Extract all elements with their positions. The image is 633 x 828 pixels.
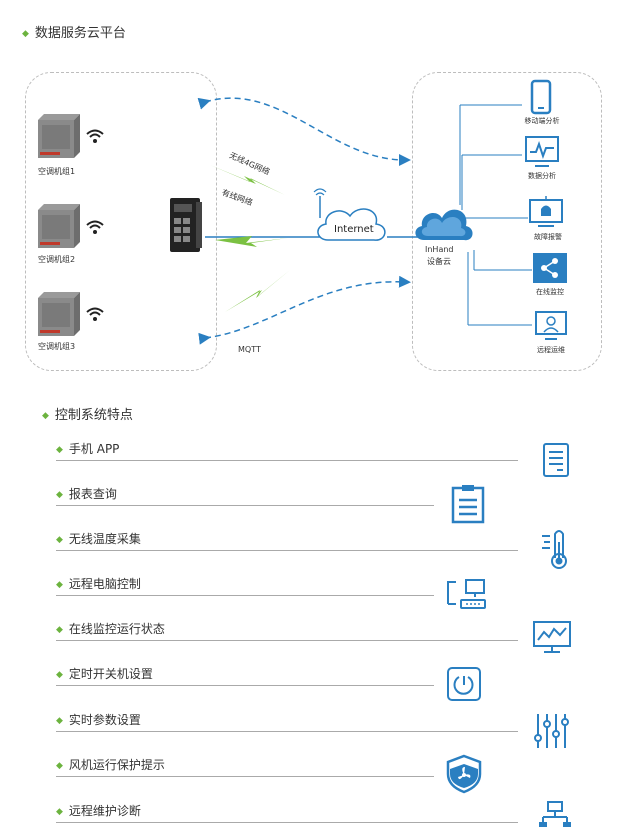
service-label-data: 数据分析 [528,172,556,180]
feature-label: 定时开关机设置 [68,667,153,681]
feature-divider [56,731,518,732]
feature-label: 实时参数设置 [68,713,141,727]
feature-divider [56,640,518,641]
ac-unit-icon [38,292,80,336]
feature-divider [56,595,434,596]
report-list-icon [451,485,485,524]
feature-item: ◆ 远程维护诊断 [56,802,141,819]
feature-item: ◆ 实时参数设置 [56,711,141,728]
feature-item: ◆ 报表查询 [56,485,117,502]
network-icon [539,801,571,827]
feature-divider [56,505,434,506]
section-title-cloud-platform: ◆ 数据服务云平台 [22,22,126,41]
bullet-icon: ◆ [56,445,63,455]
internet-cloud-icon [313,188,386,241]
internet-label: Internet [334,224,374,235]
wifi-icon [86,220,104,234]
section-title-text: 控制系统特点 [54,408,133,423]
upper-dashed-link [197,97,411,166]
mqtt-label: MQTT [238,345,261,354]
bullet-icon: ◆ [56,580,63,590]
bullet-icon: ◆ [56,807,63,817]
service-label-remote: 远程运维 [537,346,565,354]
feature-label: 手机 APP [68,442,120,456]
feature-label: 风机运行保护提示 [68,758,165,772]
service-label-alarm: 故障报警 [534,233,562,241]
feature-list: ◆手机 APP ◆报表查询 ◆无线温度采集 ◆远程电脑控制 ◆在线监控运行状态 … [0,430,633,828]
bullet-icon: ◆ [56,490,63,500]
cloud-label-device: 设备云 [427,257,451,266]
inhand-cloud-icon [415,209,473,241]
ac-unit-2-label: 空调机组2 [38,255,76,264]
bullet-icon: ◆ [22,29,29,39]
bullet-icon: ◆ [56,670,63,680]
network-diagram: 空调机组1 空调机组2 空调机组3 [0,0,633,400]
thermometer-icon [542,530,567,569]
wireless-bolt-1 [210,165,285,195]
ac-unit-icon [38,114,80,158]
service-label-mobile: 移动端分析 [524,117,560,125]
connection-lines [197,97,532,345]
remote-computer-icon [447,579,486,609]
device-group-box [25,72,217,371]
ac-unit-2 [34,202,82,254]
feature-label: 远程维护诊断 [68,804,141,818]
bullet-icon: ◆ [56,716,63,726]
feature-label: 无线温度采集 [68,532,141,546]
bullet-icon: ◆ [56,625,63,635]
wifi-icon [86,129,104,143]
bullet-icon: ◆ [56,535,63,545]
mqtt-dashed-link [198,275,411,345]
wifi-icon [86,307,104,321]
feature-label: 在线监控运行状态 [68,622,165,636]
wired-bolt [215,236,288,247]
feature-item: ◆ 无线温度采集 [56,530,141,547]
feature-item: ◆ 在线监控运行状态 [56,620,165,637]
timer-icon [447,667,481,701]
feature-divider [56,550,518,551]
ac-unit-icon [38,204,80,248]
document-icon [543,443,569,477]
feature-divider [56,822,518,823]
feature-item: ◆ 风机运行保护提示 [56,756,165,773]
router-icon [170,198,202,252]
bullet-icon: ◆ [56,761,63,771]
feature-divider [56,460,518,461]
mobile-phone-icon [530,79,552,115]
remote-maintenance-icon [535,311,567,340]
fan-shield-icon [446,754,482,794]
chart-monitor-icon [525,136,559,167]
monitor-wave-icon [533,621,571,653]
service-label-monitor: 在线监控 [536,288,564,296]
ac-unit-3 [34,290,82,342]
feature-item: ◆ 手机 APP [56,440,119,457]
bullet-icon: ◆ [42,411,49,421]
ac-unit-1 [34,112,82,164]
wireless-bolt-2 [225,270,290,312]
feature-item: ◆ 定时开关机设置 [56,665,153,682]
feature-divider [56,776,434,777]
feature-label: 远程电脑控制 [68,577,141,591]
feature-divider [56,685,434,686]
ac-unit-1-label: 空调机组1 [38,167,76,176]
ac-unit-3-label: 空调机组3 [38,342,76,351]
feature-item: ◆ 远程电脑控制 [56,575,141,592]
section-title-text: 数据服务云平台 [34,26,126,41]
section-title-features: ◆ 控制系统特点 [42,404,133,423]
alarm-monitor-icon [529,196,563,227]
sliders-icon [534,714,569,748]
cloud-group-box [412,72,602,371]
share-icon [533,253,567,283]
feature-label: 报表查询 [68,487,117,501]
cloud-label-inhand: InHand [425,245,454,254]
